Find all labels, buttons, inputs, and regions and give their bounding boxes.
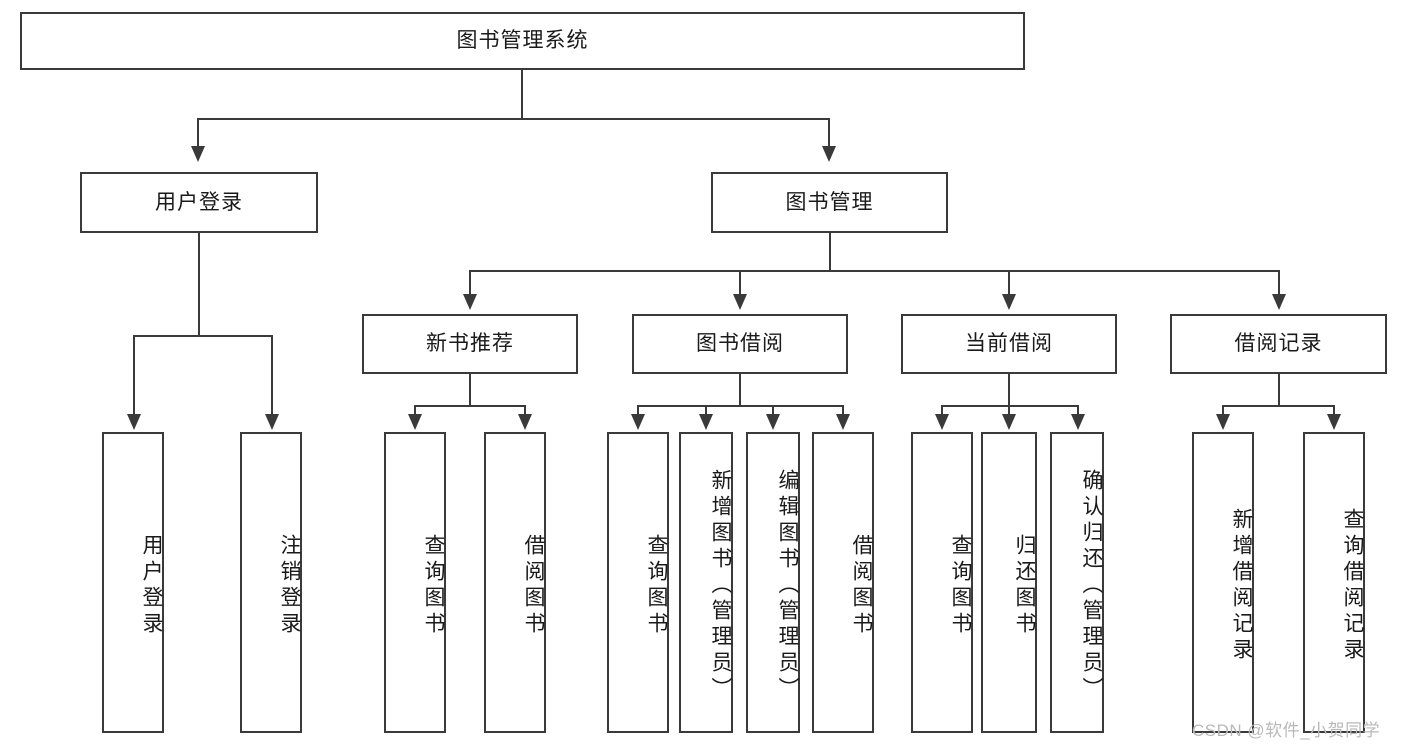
connector-bm-to-current-borrow — [1008, 270, 1010, 296]
leaf-borrow-book-1[interactable]: 借阅图书 — [484, 432, 546, 733]
connector-root-to-user-login — [197, 118, 199, 148]
leaf-query-borrow-record[interactable]: 查询借阅记录 — [1303, 432, 1365, 733]
leaf-user-login[interactable]: 用户登录 — [102, 432, 164, 733]
connector-root-stem — [521, 70, 523, 118]
node-label: 归还图书 — [1013, 533, 1036, 638]
leaf-user-logout[interactable]: 注销登录 — [240, 432, 302, 733]
node-label: 新增图书（管理员） — [709, 468, 732, 703]
node-label: 用户登录 — [140, 533, 163, 638]
leaf-query-book-2[interactable]: 查询图书 — [607, 432, 669, 733]
arrow-bb-to-leaf-1 — [631, 414, 645, 430]
connector-user-login-stem — [198, 233, 200, 335]
connector-cb-to-leaf-1 — [941, 405, 943, 416]
connector-new-book-to-leaf-1 — [414, 405, 416, 416]
connector-bb-to-leaf-4 — [842, 405, 844, 416]
node-label: 注销登录 — [278, 533, 301, 638]
node-label: 查询图书 — [949, 533, 972, 638]
connector-bb-to-leaf-2 — [705, 405, 707, 416]
connector-bm-to-new-book — [469, 270, 471, 296]
node-label: 当前借阅 — [965, 332, 1053, 356]
connector-bb-to-leaf-3 — [772, 405, 774, 416]
connector-cb-to-leaf-2 — [1008, 405, 1010, 416]
node-label: 确认归还（管理员） — [1080, 468, 1103, 703]
leaf-borrow-book-2[interactable]: 借阅图书 — [812, 432, 874, 733]
csdn-watermark: CSDN @软件_小贺同学 — [1192, 721, 1381, 740]
arrow-root-to-book-management — [822, 146, 836, 162]
leaf-return-book[interactable]: 归还图书 — [981, 432, 1037, 733]
node-current-borrow[interactable]: 当前借阅 — [901, 314, 1117, 374]
connector-borrow-record-bar — [1222, 405, 1334, 407]
node-borrow-record[interactable]: 借阅记录 — [1170, 314, 1387, 374]
connector-borrow-record-stem — [1278, 374, 1280, 405]
connector-bb-to-leaf-1 — [637, 405, 639, 416]
node-root-system[interactable]: 图书管理系统 — [20, 12, 1025, 70]
node-label: 用户登录 — [155, 190, 243, 214]
connector-root-bar — [197, 118, 830, 120]
connector-book-borrow-bar — [637, 405, 844, 407]
connector-book-management-bar — [469, 270, 1280, 272]
leaf-add-book-admin[interactable]: 新增图书（管理员） — [679, 432, 733, 733]
arrow-user-login-to-leaf-2 — [265, 414, 279, 430]
connector-book-borrow-stem — [739, 374, 741, 405]
leaf-add-borrow-record[interactable]: 新增借阅记录 — [1192, 432, 1254, 733]
connector-new-book-bar — [414, 405, 525, 407]
arrow-bb-to-leaf-3 — [766, 414, 780, 430]
node-label: 借阅记录 — [1234, 332, 1323, 356]
node-label: 图书管理系统 — [456, 29, 589, 53]
arrow-bm-to-new-book — [463, 294, 477, 310]
arrow-root-to-user-login — [191, 146, 205, 162]
connector-book-management-stem — [829, 233, 831, 270]
node-label: 新增借阅记录 — [1230, 507, 1253, 664]
node-label: 借阅图书 — [850, 533, 873, 638]
arrow-br-to-leaf-2 — [1327, 414, 1341, 430]
arrow-br-to-leaf-1 — [1216, 414, 1230, 430]
node-label: 图书借阅 — [696, 332, 784, 356]
node-label: 查询图书 — [422, 533, 445, 638]
node-label: 查询借阅记录 — [1341, 507, 1364, 664]
node-label: 编辑图书（管理员） — [776, 468, 799, 703]
arrow-new-book-to-leaf-2 — [518, 414, 532, 430]
arrow-bm-to-current-borrow — [1002, 294, 1016, 310]
arrow-cb-to-leaf-3 — [1071, 414, 1085, 430]
arrow-new-book-to-leaf-1 — [408, 414, 422, 430]
connector-br-to-leaf-1 — [1222, 405, 1224, 416]
leaf-confirm-return-admin[interactable]: 确认归还（管理员） — [1050, 432, 1104, 733]
node-label: 新书推荐 — [426, 332, 514, 356]
arrow-bb-to-leaf-2 — [699, 414, 713, 430]
connector-br-to-leaf-2 — [1333, 405, 1335, 416]
connector-root-to-book-management — [828, 118, 830, 148]
node-book-management[interactable]: 图书管理 — [711, 172, 948, 233]
node-label: 查询图书 — [645, 533, 668, 638]
connector-cb-to-leaf-3 — [1077, 405, 1079, 416]
connector-user-login-to-leaf-1 — [133, 335, 135, 416]
connector-user-login-bar — [133, 335, 272, 337]
node-new-book-recommend[interactable]: 新书推荐 — [362, 314, 578, 374]
connector-user-login-to-leaf-2 — [271, 335, 273, 416]
arrow-bm-to-borrow-record — [1272, 294, 1286, 310]
connector-bm-to-book-borrow — [739, 270, 741, 296]
arrow-bb-to-leaf-4 — [836, 414, 850, 430]
arrow-cb-to-leaf-2 — [1002, 414, 1016, 430]
node-book-borrow[interactable]: 图书借阅 — [632, 314, 848, 374]
connector-new-book-to-leaf-2 — [524, 405, 526, 416]
arrow-user-login-to-leaf-1 — [127, 414, 141, 430]
node-user-login[interactable]: 用户登录 — [80, 172, 318, 233]
node-label: 借阅图书 — [522, 533, 545, 638]
leaf-query-book-1[interactable]: 查询图书 — [384, 432, 446, 733]
connector-new-book-stem — [469, 374, 471, 405]
connector-bm-to-borrow-record — [1278, 270, 1280, 296]
leaf-query-book-3[interactable]: 查询图书 — [911, 432, 973, 733]
arrow-cb-to-leaf-1 — [935, 414, 949, 430]
connector-current-borrow-stem — [1008, 374, 1010, 405]
node-label: 图书管理 — [785, 190, 874, 214]
arrow-bm-to-book-borrow — [733, 294, 747, 310]
leaf-edit-book-admin[interactable]: 编辑图书（管理员） — [746, 432, 800, 733]
